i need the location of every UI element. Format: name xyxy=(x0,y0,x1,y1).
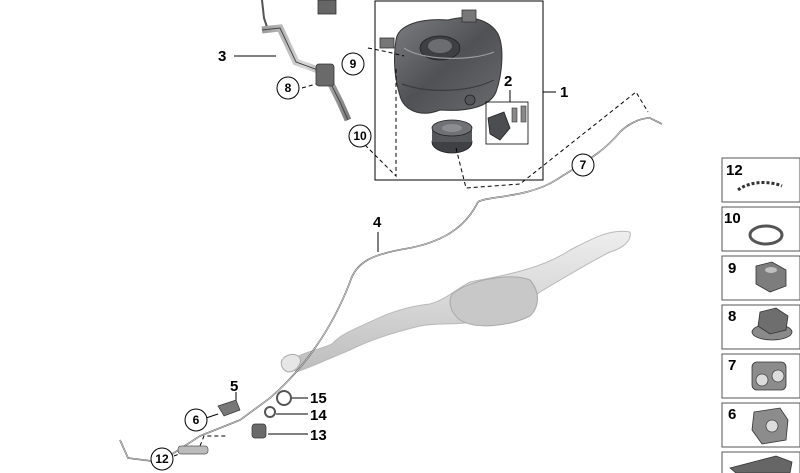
callout-3[interactable]: 3 xyxy=(218,48,226,65)
chain-strip-icon xyxy=(737,181,783,192)
callout-5[interactable]: 5 xyxy=(230,378,238,395)
hose-clamp-icon xyxy=(748,224,784,246)
sidebar-label-12: 12 xyxy=(726,162,743,179)
callout-7[interactable]: 7 xyxy=(580,158,587,172)
sidebar-label-9: 9 xyxy=(728,260,736,277)
exhaust-system-illustration xyxy=(280,230,631,373)
urea-tank-illustration xyxy=(379,9,503,114)
pipe-clip-single-icon xyxy=(751,407,789,445)
hex-nut-icon xyxy=(755,261,787,293)
pump-module-illustration xyxy=(431,119,473,154)
sidebar-label-6: 6 xyxy=(728,406,736,423)
callout-4[interactable]: 4 xyxy=(373,214,382,231)
callout-15[interactable]: 15 xyxy=(310,390,327,407)
callout-2[interactable]: 2 xyxy=(504,73,512,90)
sensor-illustration xyxy=(487,105,527,141)
callout-9[interactable]: 9 xyxy=(350,57,357,71)
spacer-block-icon xyxy=(729,455,793,473)
pipe-clip-double-icon xyxy=(751,361,787,391)
sensor-bracket-box xyxy=(485,101,529,145)
small-parts-sidebar: 12 10 9 8 7 6 xyxy=(721,157,800,473)
callout-circle-9 xyxy=(341,52,365,76)
callout-10[interactable]: 10 xyxy=(353,129,367,143)
callout-1[interactable]: 1 xyxy=(560,84,568,101)
callout-6[interactable]: 6 xyxy=(193,413,200,427)
callout-circle-6 xyxy=(184,408,208,432)
sidebar-label-10: 10 xyxy=(724,210,741,227)
callout-circle-7 xyxy=(571,153,595,177)
dashed-lead-9 xyxy=(367,47,405,57)
dashed-lead-8 xyxy=(301,83,317,89)
callout-14[interactable]: 14 xyxy=(310,407,327,424)
sidebar-label-8: 8 xyxy=(728,308,736,325)
callout-circle-12 xyxy=(150,447,174,471)
callout-circle-10 xyxy=(348,124,372,148)
leader-6 xyxy=(205,413,219,419)
line-pipe-inner xyxy=(119,117,663,463)
flange-nut-icon xyxy=(751,307,793,341)
sidebar-label-7: 7 xyxy=(728,357,736,374)
heated-pipe-illustration xyxy=(261,0,352,122)
dashed-lead-12 xyxy=(173,435,228,457)
callout-13[interactable]: 13 xyxy=(310,427,327,444)
callout-circle-8 xyxy=(276,76,300,100)
sidebar-box-12[interactable] xyxy=(721,157,800,203)
dashed-lead-10 xyxy=(359,66,397,178)
callout-8[interactable]: 8 xyxy=(285,81,292,95)
clamp-illustrations xyxy=(177,390,292,455)
callout-12[interactable]: 12 xyxy=(155,452,169,466)
